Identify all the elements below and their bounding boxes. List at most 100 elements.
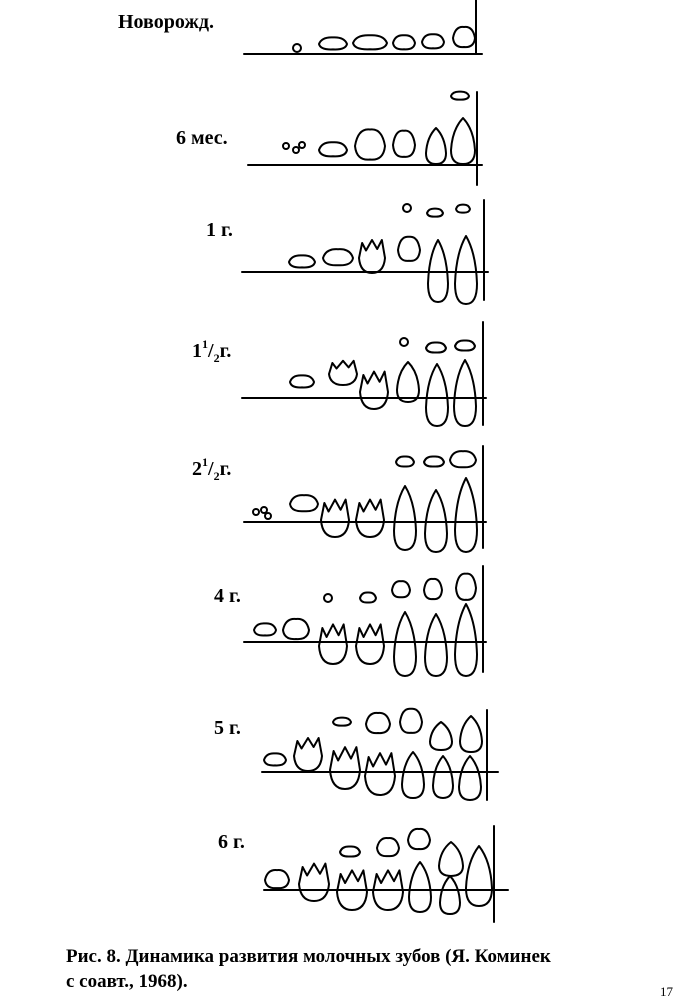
- tooth: [393, 485, 417, 551]
- page-number: 17: [660, 984, 673, 999]
- age-label-text: 2: [192, 458, 202, 480]
- tooth: [439, 875, 461, 915]
- tooth-crown: [318, 36, 348, 51]
- tooth: [425, 363, 449, 427]
- tooth-bud: [252, 508, 260, 516]
- tooth-crown: [455, 203, 471, 214]
- tooth: [393, 611, 417, 677]
- tooth: [459, 715, 483, 753]
- tooth: [438, 841, 464, 877]
- tooth-crown: [392, 129, 416, 158]
- tooth-molar: [364, 752, 396, 796]
- tooth-molar: [372, 869, 404, 911]
- tooth-crown: [397, 235, 421, 262]
- age-label-unit: г.: [219, 340, 232, 362]
- age-label-6-years: 6 г.: [218, 832, 245, 852]
- age-label-1-year: 1 г.: [206, 220, 233, 240]
- caption-line-2: с соавт., 1968).: [66, 971, 188, 992]
- age-label-text: 1 г.: [206, 219, 233, 241]
- tooth-molar: [318, 623, 348, 665]
- tooth: [454, 235, 478, 305]
- tooth-crown: [289, 374, 315, 389]
- tooth-crown: [423, 455, 445, 468]
- figure-caption: Рис. 8. Динамика развития молочных зубов…: [66, 944, 686, 994]
- tooth: [450, 117, 476, 165]
- tooth-crown: [354, 128, 386, 161]
- tooth: [408, 861, 432, 913]
- tooth-bud: [298, 141, 306, 149]
- tooth-molar: [336, 869, 368, 911]
- tooth-crown: [359, 591, 377, 604]
- tooth-crown: [391, 580, 411, 599]
- tooth: [432, 755, 454, 799]
- tooth-molar: [293, 737, 323, 772]
- age-label-unit: г.: [219, 458, 232, 480]
- tooth-bud: [402, 203, 412, 213]
- age-label-text: 5 г.: [214, 717, 241, 739]
- tooth-crown: [263, 752, 287, 767]
- tooth-bud: [264, 512, 272, 520]
- tooth: [458, 755, 482, 801]
- tooth-crown: [452, 25, 476, 49]
- tooth-bud: [399, 337, 409, 347]
- tooth-bud: [292, 146, 300, 154]
- tooth-crown: [399, 707, 423, 734]
- tooth-molar: [329, 746, 361, 790]
- baseline-lines: [241, 0, 509, 923]
- tooth-bud: [292, 43, 302, 53]
- tooth-crown: [332, 716, 352, 727]
- tooth-crown: [407, 827, 431, 851]
- tooth-crown: [395, 455, 415, 468]
- tooth-bud: [323, 593, 333, 603]
- tooth-crown: [282, 617, 310, 641]
- age-label-2-5-years: 21/2г.: [192, 456, 231, 482]
- age-label-text: 1: [192, 340, 202, 362]
- tooth-crown: [454, 339, 476, 352]
- tooth-crown: [455, 572, 477, 601]
- tooth-crown: [352, 34, 388, 51]
- age-label-6-months: 6 мес.: [176, 128, 228, 148]
- tooth-crown: [318, 141, 348, 158]
- tooth-molar: [298, 862, 330, 902]
- fraction-numerator: 1: [202, 455, 208, 469]
- dental-development-figure: [241, 0, 509, 923]
- caption-line-1: Рис. 8. Динамика развития молочных зубов…: [66, 946, 551, 967]
- tooth-crown: [339, 845, 361, 858]
- tooth: [427, 239, 449, 303]
- fraction-denominator: 2: [213, 469, 220, 483]
- age-label-text: 6 г.: [218, 831, 245, 853]
- tooth: [429, 721, 453, 751]
- tooth: [453, 359, 477, 427]
- age-label-4-years: 4 г.: [214, 586, 241, 606]
- tooth-crown: [392, 34, 416, 51]
- tooth-crown: [288, 254, 316, 269]
- tooth: [465, 845, 493, 907]
- tooth-crown: [376, 837, 400, 858]
- age-label-1-5-years: 11/2г.: [192, 338, 231, 364]
- tooth-crown: [365, 711, 391, 735]
- tooth-bud: [260, 506, 268, 514]
- tooth-crown: [289, 494, 319, 513]
- tooth-molar: [355, 623, 385, 665]
- tooth: [424, 613, 448, 677]
- fraction-slash: /: [208, 340, 214, 362]
- tooth-crown: [426, 207, 444, 218]
- tooth: [424, 489, 448, 553]
- tooth-crown: [423, 577, 443, 601]
- tooth-crown: [253, 622, 277, 637]
- tooth: [454, 477, 478, 553]
- tooth-crown: [450, 90, 470, 101]
- tooth-molar: [355, 498, 385, 538]
- tooth-molar: [359, 370, 389, 410]
- tooth-crown: [449, 450, 477, 469]
- tooth-crown: [421, 33, 445, 50]
- tooth: [454, 603, 478, 677]
- tooth-molar: [328, 359, 358, 386]
- tooth-crown: [425, 341, 447, 354]
- fraction-denominator: 2: [213, 351, 220, 365]
- tooth-molar: [358, 239, 386, 274]
- tooth-crown: [322, 248, 354, 267]
- tooth-molar: [320, 498, 350, 538]
- fraction-slash: /: [208, 458, 214, 480]
- tooth-crown: [264, 869, 290, 890]
